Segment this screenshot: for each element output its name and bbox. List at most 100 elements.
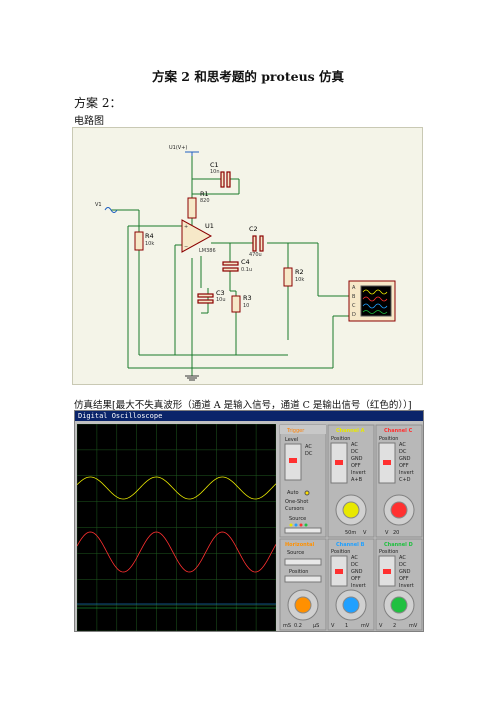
- channel-a-invert: Invert: [351, 470, 366, 476]
- channel-b-off: OFF: [351, 576, 361, 582]
- window-title: Digital Oscilloscope: [75, 411, 423, 421]
- scope-pin-b: B: [352, 294, 356, 300]
- channel-b-knob-unit-mv: mV: [361, 623, 370, 629]
- r4-resistor: [134, 231, 144, 251]
- horizontal-heading: Horizontal: [285, 542, 314, 548]
- channel-b-dc: DC: [351, 562, 359, 568]
- r4-value: 10k: [145, 241, 154, 247]
- section-heading: 方案 2：: [74, 96, 122, 110]
- circuit-schematic: U1(V+) V1 C1 10n R1 820 + − U1 LM386 R4 …: [72, 127, 423, 385]
- timebase-value: 0.2: [294, 623, 302, 629]
- channel-d-knob-unit-mv: mV: [409, 623, 418, 629]
- channel-a-sum: A+B: [351, 477, 363, 483]
- c1-name: C1: [210, 161, 219, 169]
- trigger-auto-led[interactable]: [304, 490, 310, 496]
- r1-value: 820: [200, 198, 210, 204]
- control-panel: Trigger Level AC DC Auto One-Shot Cursor…: [279, 424, 423, 631]
- channel-d-knob-unit-v: V: [379, 623, 383, 629]
- r4-name: R4: [145, 232, 154, 240]
- trigger-auto-label: Auto: [287, 490, 299, 496]
- r2-resistor: [283, 267, 293, 287]
- trigger-ac-label: AC: [305, 444, 312, 450]
- channel-b-knob-unit-v: V: [331, 623, 335, 629]
- timebase-ms-unit: mS: [283, 623, 291, 629]
- channel-c-ac: AC: [399, 442, 406, 448]
- channel-c-knob-unit: V: [385, 530, 389, 536]
- channel-d-dc: DC: [399, 562, 407, 568]
- scope-pin-a: A: [352, 285, 356, 291]
- channel-c-sum: C+D: [399, 477, 411, 483]
- c4-value: 0.1u: [241, 267, 252, 273]
- scope-display: [76, 423, 277, 632]
- r3-resistor: [231, 295, 241, 313]
- channel-c-position-label: Position: [379, 436, 398, 442]
- svg-text:−: −: [184, 244, 188, 250]
- scope-screen: [76, 423, 277, 632]
- channel-c-gnd: GND: [399, 456, 411, 462]
- svg-text:+: +: [184, 224, 188, 230]
- c1-value: 10n: [210, 169, 220, 175]
- result-caption: 仿真结果[最大不失真波形（通道 A 是输入信号，通道 C 是输出信号（红色的））…: [74, 400, 412, 411]
- trigger-source-field[interactable]: [284, 527, 322, 534]
- c2-value: 470u: [249, 252, 262, 258]
- c3-name: C3: [216, 289, 225, 297]
- channel-b-heading: Channel B: [336, 542, 365, 548]
- channel-d-gnd: GND: [399, 569, 411, 575]
- scope-pin-c: C: [352, 303, 356, 309]
- trigger-level-marker: [289, 458, 297, 463]
- channel-c-heading: Channel C: [384, 428, 413, 434]
- trigger-heading: Trigger: [286, 428, 305, 434]
- channel-a-ac: AC: [351, 442, 358, 448]
- channel-a-heading: Channel A: [336, 428, 365, 434]
- cursors-label: Cursors: [285, 506, 304, 512]
- channel-d-invert: Invert: [399, 583, 414, 589]
- r1-resistor: [187, 197, 197, 219]
- channel-b-knob-value: 1: [345, 623, 348, 629]
- control-panel-graphics[interactable]: Trigger Level AC DC Auto One-Shot Cursor…: [279, 424, 423, 631]
- r3-value: 10: [243, 303, 249, 309]
- c2-name: C2: [249, 225, 258, 233]
- horizontal-position-field[interactable]: [284, 575, 322, 583]
- channel-c-off: OFF: [399, 463, 409, 469]
- c3-value: 10u: [216, 297, 226, 303]
- channel-a-position-label: Position: [331, 436, 350, 442]
- channel-c-trace: [76, 531, 277, 573]
- channel-a-dc: DC: [351, 449, 359, 455]
- timebase-us-unit: μS: [313, 623, 319, 629]
- channel-c-dc: DC: [399, 449, 407, 455]
- channel-b-ac: AC: [351, 555, 358, 561]
- u1-name: U1: [205, 222, 214, 230]
- trigger-dc-label: DC: [305, 451, 313, 457]
- schematic-drawing: U1(V+) V1 C1 10n R1 820 + − U1 LM386 R4 …: [95, 145, 396, 381]
- lm386-opamp: [181, 219, 213, 253]
- channel-b-position-label: Position: [331, 549, 350, 555]
- r2-name: R2: [295, 268, 304, 276]
- scope-pin-d: D: [352, 312, 356, 318]
- channel-c-invert: Invert: [399, 470, 414, 476]
- trigger-level-label: Level: [285, 437, 298, 443]
- channel-a-trace: [76, 476, 277, 500]
- horizontal-position-label: Position: [289, 569, 308, 575]
- channel-a-off: OFF: [351, 463, 361, 469]
- channel-d-knob-value: 2: [393, 623, 396, 629]
- doc-title: 方案 2 和思考题的 proteus 仿真: [151, 69, 345, 84]
- source-label-text: Source: [289, 516, 306, 522]
- channel-a-gnd: GND: [351, 456, 363, 462]
- r2-value: 10k: [295, 277, 304, 283]
- horizontal-source-field[interactable]: [284, 558, 322, 566]
- horizontal-source-label: Source: [287, 550, 304, 556]
- channel-d-off: OFF: [399, 576, 409, 582]
- r3-name: R3: [243, 294, 252, 302]
- source-label: V1: [95, 202, 102, 208]
- u1-part: LM386: [199, 248, 216, 254]
- circuit-caption: 电路图: [74, 116, 104, 127]
- c4-name: C4: [241, 258, 250, 266]
- channel-a-knob-unit: V: [363, 530, 367, 536]
- vcc-label: U1(V+): [169, 145, 187, 151]
- channel-d-heading: Channel D: [384, 542, 413, 548]
- channel-d-ac: AC: [399, 555, 406, 561]
- channel-b-invert: Invert: [351, 583, 366, 589]
- one-shot-label: One-Shot: [285, 499, 308, 505]
- r1-name: R1: [200, 190, 209, 198]
- oscilloscope-window: Digital Oscilloscope Trigger Level AC DC…: [74, 410, 424, 632]
